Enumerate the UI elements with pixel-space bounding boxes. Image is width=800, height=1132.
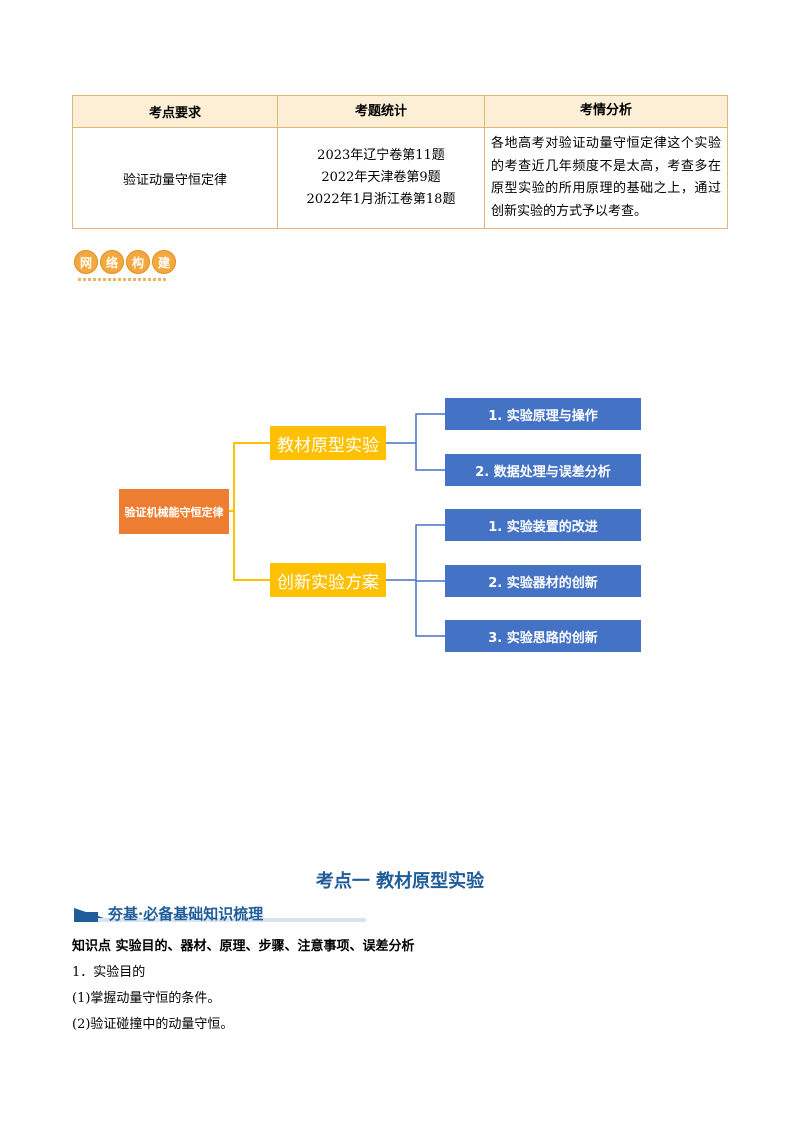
mindmap-leaf: 3. 实验思路的创新 — [445, 620, 641, 652]
mindmap-leaf: 1. 实验原理与操作 — [445, 398, 641, 430]
section-banner: 夯基·必备基础知识梳理 — [74, 903, 366, 925]
root-connector — [229, 442, 270, 581]
badge-char: 构 — [126, 250, 150, 274]
banner-bar — [74, 918, 366, 922]
table-header-row: 考点要求 考题统计 考情分析 — [72, 95, 728, 128]
banner-triangle — [74, 908, 104, 918]
body-line: 1．实验目的 — [72, 965, 146, 980]
network-construction-badge: 网 络 构 建 — [74, 250, 176, 274]
mindmap-leaf: 2. 实验器材的创新 — [445, 565, 641, 597]
branch1-connector — [386, 413, 445, 471]
mindmap-branch-innovation: 创新实验方案 — [270, 563, 386, 597]
mindmap-branch-textbook: 教材原型实验 — [270, 426, 386, 460]
banner-text: 夯基·必备基础知识梳理 — [108, 905, 264, 923]
mindmap-root: 验证机械能守恒定律 — [119, 489, 229, 534]
badge-char: 建 — [152, 250, 176, 274]
stats-cell: 2023年辽宁卷第11题 2022年天津卷第9题 2022年1月浙江卷第18题 — [277, 127, 485, 229]
analysis-cell: 各地高考对验证动量守恒定律这个实验的考查近几年频度不是太高，考查多在原型实验的所… — [484, 127, 728, 229]
section-title: 考点一 教材原型实验 — [315, 871, 485, 892]
table-header: 考题统计 — [277, 95, 485, 128]
stats-line: 2022年天津卷第9题 — [321, 170, 441, 185]
body-line: (2)验证碰撞中的动量守恒。 — [72, 1017, 234, 1032]
branch2-connector — [386, 524, 445, 637]
exam-requirements-table: 考点要求 考题统计 考情分析 验证动量守恒定律 2023年辽宁卷第11题 202… — [72, 95, 728, 229]
body-line: (1)掌握动量守恒的条件。 — [72, 991, 221, 1006]
badge-char: 网 — [74, 250, 98, 274]
mindmap-leaf: 2. 数据处理与误差分析 — [445, 454, 641, 486]
mindmap-leaf: 1. 实验装置的改进 — [445, 509, 641, 541]
stats-line: 2023年辽宁卷第11题 — [317, 148, 445, 163]
knowledge-point-title: 知识点 实验目的、器材、原理、步骤、注意事项、误差分析 — [72, 939, 415, 954]
requirement-cell: 验证动量守恒定律 — [72, 127, 278, 229]
stats-line: 2022年1月浙江卷第18题 — [306, 192, 456, 207]
table-header: 考点要求 — [72, 95, 278, 128]
badge-underline — [78, 278, 166, 281]
table-row: 验证动量守恒定律 2023年辽宁卷第11题 2022年天津卷第9题 2022年1… — [72, 127, 728, 229]
table-header: 考情分析 — [484, 95, 728, 128]
badge-char: 络 — [100, 250, 124, 274]
